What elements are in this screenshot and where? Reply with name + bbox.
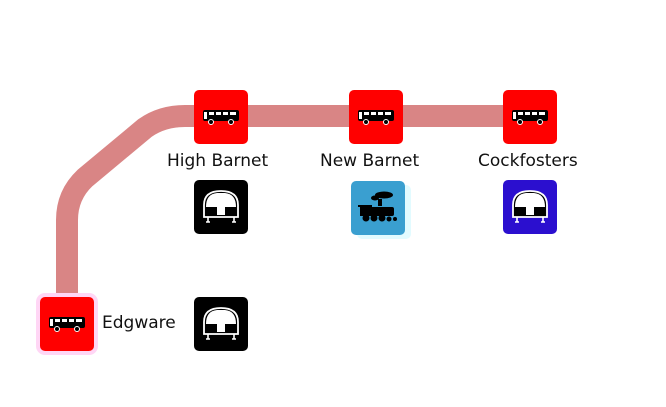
underground-tile-cockfosters[interactable]: [503, 180, 557, 234]
bus-stop-new-barnet[interactable]: [349, 90, 403, 144]
underground-train-icon: [203, 307, 239, 340]
bus-stop-high-barnet[interactable]: [194, 90, 248, 144]
underground-tile-edgware[interactable]: [194, 297, 248, 351]
bus-icon: [203, 110, 239, 125]
underground-train-icon: [512, 190, 548, 223]
station-label-high-barnet: High Barnet: [167, 151, 269, 171]
rail-tile-new-barnet[interactable]: [351, 181, 405, 235]
bus-icon: [49, 317, 85, 332]
bus-stop-edgware[interactable]: [40, 297, 94, 351]
underground-train-icon: [203, 190, 239, 223]
bus-stop-cockfosters[interactable]: [503, 90, 557, 144]
underground-tile-high-barnet[interactable]: [194, 180, 248, 234]
steam-train-icon: [358, 191, 397, 222]
station-label-new-barnet: New Barnet: [320, 151, 420, 171]
bus-icon: [358, 110, 394, 125]
station-label-cockfosters: Cockfosters: [478, 151, 578, 171]
station-label-edgware: Edgware: [102, 313, 176, 333]
bus-icon: [512, 110, 548, 125]
